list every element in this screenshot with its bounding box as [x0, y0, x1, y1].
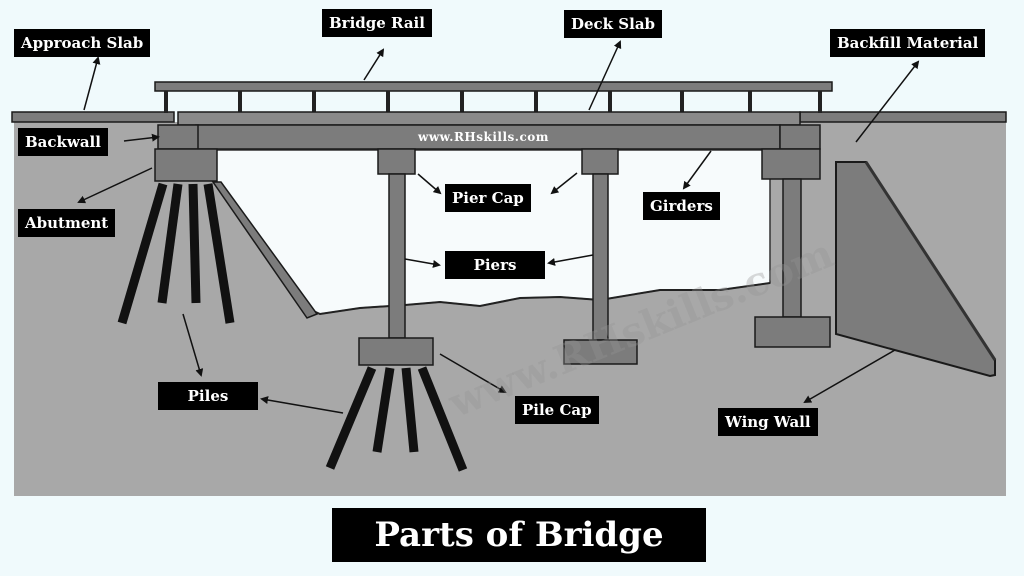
- leader-arrows: [77, 40, 920, 414]
- pier-2: [592, 173, 609, 341]
- label-wing-wall: Wing Wall: [718, 408, 818, 436]
- pier-cap-2: [581, 148, 619, 175]
- wing-wall-edge: [864, 161, 997, 361]
- bridge-rail-top: [154, 81, 833, 92]
- rail-posts: [164, 91, 822, 113]
- approach-slab-left: [11, 111, 175, 123]
- label-abutment: Abutment: [18, 209, 116, 237]
- label-deck-slab: Deck Slab: [564, 10, 663, 38]
- label-pier-cap: Pier Cap: [445, 184, 531, 212]
- page-title: Parts of Bridge: [332, 508, 706, 562]
- pier-piles: [325, 366, 468, 472]
- abutment-piles: [117, 182, 235, 325]
- label-girders: Girders: [643, 192, 720, 220]
- label-approach-slab: Approach Slab: [14, 29, 151, 57]
- label-backwall: Backwall: [18, 128, 108, 156]
- label-bridge-rail: Bridge Rail: [322, 9, 432, 37]
- watermark: www.RHskills.com: [418, 130, 549, 144]
- footing-2: [563, 339, 638, 365]
- label-pile-cap: Pile Cap: [515, 396, 599, 424]
- deck-slab: [177, 111, 801, 126]
- approach-slab-right: [799, 111, 1007, 123]
- pier-cap-1: [377, 148, 416, 175]
- label-piles: Piles: [158, 382, 258, 410]
- pier-1: [388, 173, 406, 339]
- abutment-strut: [211, 181, 319, 319]
- backwall-right: [779, 124, 821, 150]
- pile-cap-1: [358, 337, 434, 366]
- footing-3: [754, 316, 831, 348]
- abutment-right: [761, 148, 821, 180]
- terrain-line: [299, 282, 771, 316]
- backwall-left: [157, 124, 199, 150]
- abutment-left: [154, 148, 218, 182]
- label-backfill-material: Backfill Material: [830, 29, 986, 57]
- label-piers: Piers: [445, 251, 545, 279]
